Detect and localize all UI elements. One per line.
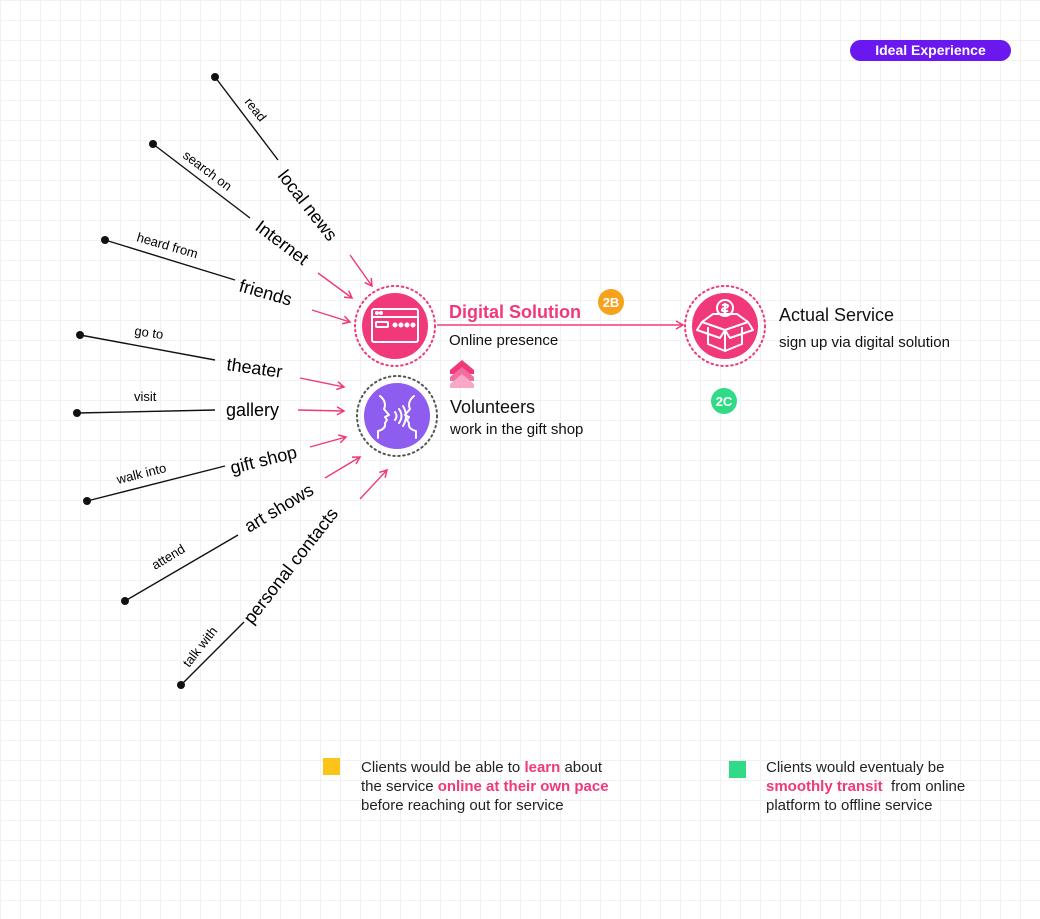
channel-name: theater [225, 354, 283, 382]
channel-go-to-theater: go to theater [76, 323, 346, 391]
badge-2c: 2C [711, 388, 737, 414]
ideal-experience-badge: Ideal Experience [850, 40, 1011, 61]
channel-verb: read [242, 95, 270, 125]
stacked-chevron-up-icon [450, 360, 474, 388]
note-smooth-transit: Clients would eventualy be smoothly tran… [766, 759, 966, 814]
channel-visit-gallery: visit gallery [73, 389, 346, 420]
actual-service-title: Actual Service [779, 305, 894, 325]
two-faces-talking-icon [377, 395, 417, 439]
channel-heard-friends: heard from friends [101, 229, 352, 325]
gift-box-dollar-icon [696, 299, 754, 352]
volunteers-title: Volunteers [450, 397, 535, 417]
note-learn-online: Clients would be able to learn about the… [361, 759, 609, 814]
channel-name: friends [237, 276, 294, 310]
browser-window-icon [371, 308, 419, 343]
legend-yellow-square [323, 758, 340, 775]
actual-service-subtitle: sign up via digital solution [779, 334, 950, 351]
channel-name: Internet [252, 216, 313, 269]
actual-service-node[interactable] [684, 285, 766, 367]
badge-2b-label: 2B [603, 295, 620, 310]
channel-verb: talk with [180, 624, 221, 670]
channel-name: gift shop [228, 442, 299, 478]
channel-name: art shows [241, 480, 317, 537]
badge-2b: 2B [598, 289, 624, 315]
digital-solution-node[interactable] [354, 285, 436, 367]
channel-name: gallery [226, 400, 279, 420]
channel-verb: go to [134, 323, 165, 342]
digital-solution-title: Digital Solution [449, 302, 581, 322]
badge-2c-label: 2C [716, 394, 733, 409]
volunteers-subtitle: work in the gift shop [449, 421, 583, 438]
volunteers-node[interactable] [356, 375, 438, 457]
channel-verb: heard from [135, 229, 200, 261]
digital-solution-subtitle: Online presence [449, 332, 558, 349]
channel-verb: visit [134, 389, 157, 404]
legend-green-square [729, 761, 746, 778]
